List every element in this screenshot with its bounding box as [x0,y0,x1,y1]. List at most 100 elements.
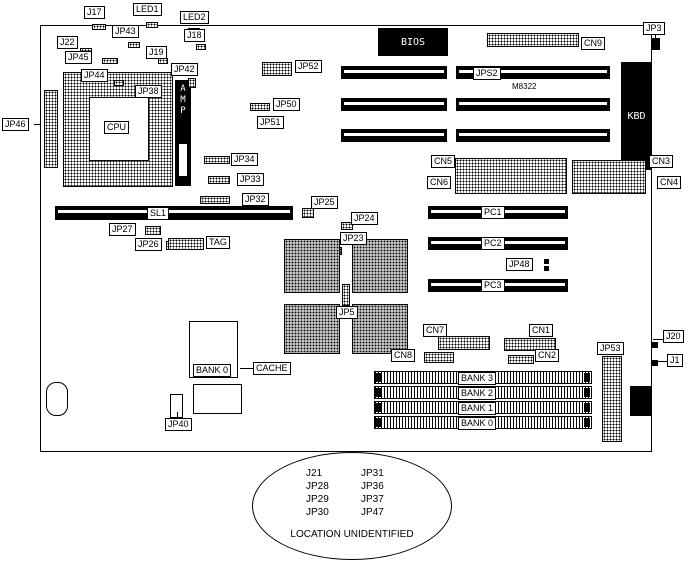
label-cn2: CN2 [535,349,560,362]
led1-connector [146,22,158,28]
label-jp32: JP32 [242,193,269,206]
unidentified-ellipse: J21 JP28 JP29 JP30 JP31 JP36 JP37 JP47 L… [252,452,452,560]
bank3-latch-right [584,373,590,382]
label-jp25: JP25 [311,196,338,209]
jp44-connector [114,80,124,86]
label-amp: AMP [178,84,188,117]
unidentified-item: JP37 [361,494,384,505]
label-cn5: CN5 [431,155,456,168]
label-j17: J17 [84,6,105,19]
label-j22: J22 [57,36,78,49]
label-sl1: SL1 [147,207,170,220]
jp48-pin-1 [544,259,549,264]
label-jp43: JP43 [112,25,139,38]
label-kbd: KBD [627,110,646,122]
jp33-connector [208,176,230,184]
label-jp53: JP53 [597,342,624,355]
jp52-connector [262,62,292,76]
label-jp23: JP23 [340,232,367,245]
label-jp40: JP40 [165,418,192,431]
cn1-connector [504,338,556,351]
qfp-chip-3 [284,304,340,354]
unidentified-item: JP30 [306,507,329,518]
cn7-connector [438,336,490,350]
bank1-latch-left [376,403,382,412]
jp43-connector [128,42,140,48]
jp40-leader-line [177,412,178,419]
bank0-latch-right [584,418,590,427]
qfp-chip-1 [284,239,340,293]
label-jp50: JP50 [273,98,300,111]
jp3-leader-line [655,33,656,40]
bank2-latch-right [584,388,590,397]
qfp-chip-4 [352,304,408,354]
bank2-latch-left [376,388,382,397]
label-bank0: BANK 0 [458,417,497,430]
label-jp45: JP45 [65,51,92,64]
label-jp5: JP5 [336,306,358,319]
j20-leader-line [653,339,664,340]
label-cn3: CN3 [649,155,674,168]
jp32-connector [200,196,230,204]
label-bios: BIOS [400,36,426,48]
jp48-pin-2 [544,266,549,271]
label-cn6: CN6 [427,176,452,189]
label-pc1: PC1 [481,206,505,219]
unidentified-item: JP36 [361,481,384,492]
right-edge-connector [630,386,652,416]
unidentified-item: JP31 [361,468,384,479]
jp50-connector [250,103,270,111]
label-jp42: JP42 [171,63,198,76]
isa-slot-2a [341,98,447,111]
label-j19: J19 [146,46,167,59]
cn9-connector [487,33,579,47]
unidentified-caption: LOCATION UNIDENTIFIED [290,529,414,540]
label-led2: LED2 [180,11,209,24]
kbd-connector: KBD [621,62,652,170]
label-cn4: CN4 [657,176,682,189]
cn3-cn4-connector [572,160,646,194]
bank0-latch-left [376,418,382,427]
j1-leader-line [655,361,668,362]
jp34-connector [204,156,230,164]
qfp-chip-2 [352,239,408,293]
jp24-connector [341,222,353,230]
label-cn9: CN9 [581,37,606,50]
label-cn8: CN8 [391,349,416,362]
j20-pin [652,342,658,348]
label-cn1: CN1 [529,324,554,337]
cn5-cn6-connector [455,158,567,194]
bank3-latch-left [376,373,382,382]
label-jp26: JP26 [135,238,162,251]
jp27-connector [145,226,161,235]
jp40-chip [170,394,183,418]
tag-connector [168,238,204,250]
cn8-connector [424,352,454,363]
jp3-pin [652,38,660,50]
label-j20: J20 [663,330,684,343]
label-cache: CACHE [253,362,291,375]
unidentified-left-column: J21 JP28 JP29 JP30 [306,467,329,519]
label-j1: J1 [667,354,683,367]
label-jp33: JP33 [237,173,264,186]
unidentified-item: JP47 [361,507,384,518]
label-m8322: M8322 [512,82,537,91]
label-tag: TAG [206,236,230,249]
jp46-leader-line [34,124,40,125]
label-bank3: BANK 3 [458,372,497,385]
amp-window [179,144,187,176]
unidentified-item: J21 [306,468,323,479]
isa-slot-2b [456,98,610,111]
label-bank2: BANK 2 [458,387,497,400]
label-pc2: PC2 [481,237,505,250]
cn2-connector [508,355,534,364]
label-jp34: JP34 [231,153,258,166]
label-cpu: CPU [104,121,130,134]
j1-pin [652,360,658,366]
label-jp38: JP38 [135,85,162,98]
label-bank1: BANK 1 [458,402,497,415]
isa-slot-3b [456,129,610,142]
j17-connector [92,24,106,30]
cache-chip-2 [193,384,242,414]
